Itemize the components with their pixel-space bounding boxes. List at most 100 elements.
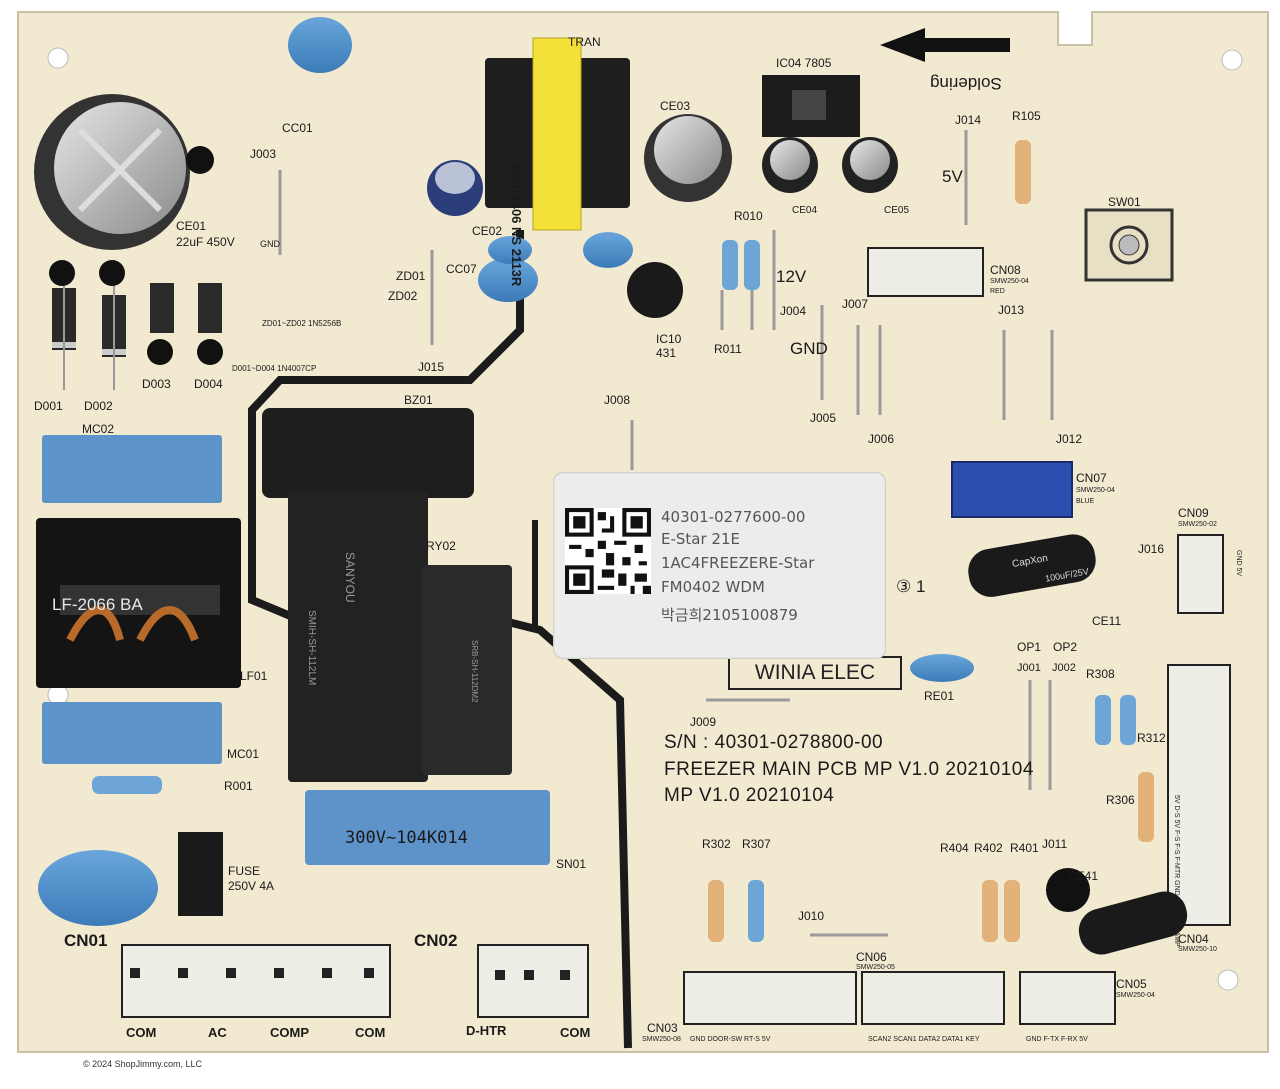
label-ce05: CE05: [884, 205, 910, 216]
sticker-firmware: FM0402 WDM: [661, 578, 765, 596]
label-com3: COM: [560, 1025, 591, 1040]
capacitor-mc02: [42, 435, 222, 503]
label-j003: J003: [250, 147, 277, 161]
label-ic10-part: 431: [656, 346, 677, 360]
label-cn06: CN06: [856, 950, 887, 964]
label-cn04: CN04: [1178, 932, 1209, 946]
label-cn08-spec: SMW250-04: [990, 278, 1029, 285]
label-cn05-spec: SMW250-04: [1116, 992, 1155, 999]
label-cn05-pins: GND F-TX F-RX 5V: [1026, 1036, 1088, 1043]
label-r402: R402: [974, 841, 1003, 855]
label-zd01: ZD01: [396, 269, 426, 283]
mount-hole: [1221, 49, 1243, 71]
capacitor-cc01: [288, 17, 352, 73]
label-12v: 12V: [776, 267, 807, 286]
mark-circle: ③ 1: [896, 577, 926, 596]
sticker-model: E-Star 21E: [661, 530, 740, 548]
label-j007: J007: [842, 297, 869, 311]
connector-cn07: [951, 461, 1073, 518]
label-r010: R010: [734, 209, 763, 223]
label-j016: J016: [1138, 542, 1165, 556]
connector-cn04: [1167, 664, 1231, 926]
label-cn09-pins: GND 5V: [1235, 550, 1242, 577]
label-cn04-spec: SMW250-10: [1178, 946, 1217, 953]
label-com2: COM: [355, 1025, 386, 1040]
transformer-marking: WST-1406 NS 2113R: [509, 162, 524, 287]
relay2-part-marking: SRB-SH-112DM2: [470, 640, 479, 703]
label-cn07: CN07: [1076, 471, 1107, 485]
label-mc01: MC01: [227, 747, 260, 761]
label-ce04: CE04: [792, 205, 818, 216]
label-r404: R404: [940, 841, 969, 855]
pcb-revision: MP V1.0 20210104: [664, 785, 835, 806]
label-j004: J004: [780, 304, 807, 318]
sticker-lot: 박금희2105100879: [661, 606, 798, 624]
label-j013: J013: [998, 303, 1025, 317]
diodes: [49, 260, 223, 390]
label-ce03: CE03: [660, 99, 691, 113]
capacitor-mc01: [42, 702, 222, 764]
label-bz01: BZ01: [404, 393, 433, 407]
connector-cn05: [1019, 971, 1116, 1025]
label-r308: R308: [1086, 667, 1115, 681]
label-cn05: CN05: [1116, 977, 1147, 991]
label-r001: R001: [224, 779, 253, 793]
label-gnd: GND: [790, 339, 828, 358]
connector-cn09: [1177, 534, 1224, 614]
jumpers: [278, 130, 1054, 937]
label-red: RED: [990, 288, 1005, 295]
connector-cn06: [861, 971, 1005, 1025]
ic10: [627, 262, 683, 318]
relay-part-marking: SMIH-SH-112LM: [306, 610, 317, 686]
sticker-part-number: 40301-0277600-00: [661, 508, 806, 526]
connector-cn01: [121, 944, 391, 1018]
label-ce01: CE01: [176, 219, 207, 233]
label-5v: 5V: [942, 167, 963, 186]
label-comp: COMP: [270, 1025, 309, 1040]
label-j001: J001: [1017, 662, 1041, 674]
label-sw01: SW01: [1108, 195, 1141, 209]
label-zd-spec: ZD01~ZD02 1N5256B: [262, 319, 342, 328]
label-cn09-spec: SMW250-02: [1178, 521, 1217, 528]
label-cn07-spec: SMW250-04: [1076, 487, 1115, 494]
capacitor-sn01: [305, 790, 550, 865]
label-op2: OP2: [1053, 640, 1078, 654]
sticker-product-code: 1AC4FREEZERE-Star: [661, 554, 815, 572]
label-gnd-small: GND: [260, 239, 280, 249]
connector-cn02: [477, 944, 589, 1018]
label-lf01: LF01: [240, 669, 268, 683]
label-re01: RE01: [924, 689, 955, 703]
label-dhtr: D-HTR: [466, 1023, 507, 1038]
label-ce41: CE41: [1068, 869, 1099, 883]
label-ac: AC: [208, 1025, 227, 1040]
label-j012: J012: [1056, 432, 1083, 446]
capacitor-x2: [38, 850, 158, 926]
label-r011: R011: [714, 342, 742, 356]
label-r401: R401: [1010, 841, 1039, 855]
resistors: [92, 140, 1154, 942]
label-r312: R312: [1137, 731, 1166, 745]
product-label-sticker: 40301-0277600-00 E-Star 21E 1AC4FREEZERE…: [553, 472, 886, 659]
connector-cn08: [867, 247, 984, 297]
connector-cn03: [683, 971, 857, 1025]
label-ic04: IC04 7805: [776, 56, 832, 70]
label-cn03-pins: GND DOOR-SW RT-S 5V: [690, 1036, 771, 1043]
label-lf-part: LF-2066 BA: [52, 595, 143, 614]
label-cc01: CC01: [282, 121, 313, 135]
label-j006: J006: [868, 432, 895, 446]
serial-number: S/N : 40301-0278800-00: [664, 732, 884, 753]
label-cn01: CN01: [64, 931, 108, 950]
label-zd02: ZD02: [388, 289, 418, 303]
label-ry02: RY02: [426, 539, 456, 553]
label-j015: J015: [418, 360, 445, 374]
label-soldering: Soldering: [930, 74, 1002, 93]
label-j008: J008: [604, 393, 631, 407]
label-blue: BLUE: [1076, 498, 1095, 505]
label-cn09: CN09: [1178, 506, 1209, 520]
pcb-name: FREEZER MAIN PCB MP V1.0 20210104: [664, 759, 1034, 780]
label-cn02: CN02: [414, 931, 458, 950]
label-tran: TRAN: [568, 35, 601, 49]
label-cn06-spec: SMW250-05: [856, 964, 895, 971]
label-fuse-spec: 250V 4A: [228, 879, 275, 893]
label-r105: R105: [1012, 109, 1041, 123]
